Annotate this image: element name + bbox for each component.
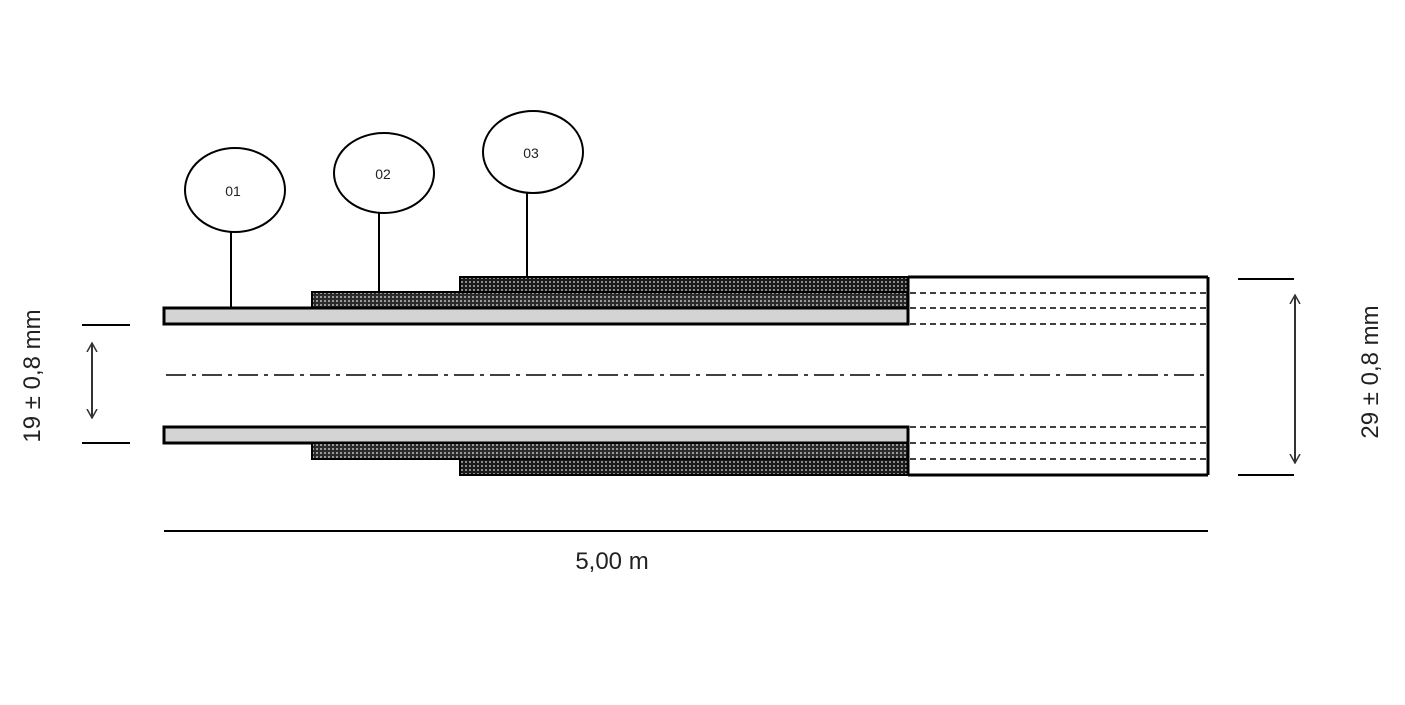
outer-diameter-label: 29 ± 0,8 mm (1357, 305, 1384, 438)
callout-01-bubble (184, 147, 286, 233)
callout-01: 01 (184, 147, 286, 308)
layer-02-top (311, 291, 909, 309)
layer-01-bottom (162, 425, 910, 445)
length-label: 5,00 m (575, 548, 648, 575)
callout-03-label: 03 (523, 145, 539, 161)
continued-section (906, 275, 1210, 477)
layer-02-bottom (311, 442, 909, 460)
callout-02: 02 (333, 132, 435, 292)
callout-03: 03 (482, 110, 584, 277)
inner-diameter-dimension: 19 ± 0,8 mm (19, 309, 130, 444)
layer-01-top (162, 306, 910, 326)
callout-02-label: 02 (375, 166, 391, 182)
layer-03-top (459, 276, 909, 294)
outer-diameter-dimension: 29 ± 0,8 mm (1238, 278, 1384, 476)
callout-02-bubble (333, 132, 435, 214)
callout-03-bubble (482, 110, 584, 194)
length-dimension: 5,00 m (164, 530, 1208, 575)
callout-01-label: 01 (225, 183, 241, 199)
inner-diameter-label: 19 ± 0,8 mm (19, 309, 46, 442)
layer-03-bottom (459, 458, 909, 476)
